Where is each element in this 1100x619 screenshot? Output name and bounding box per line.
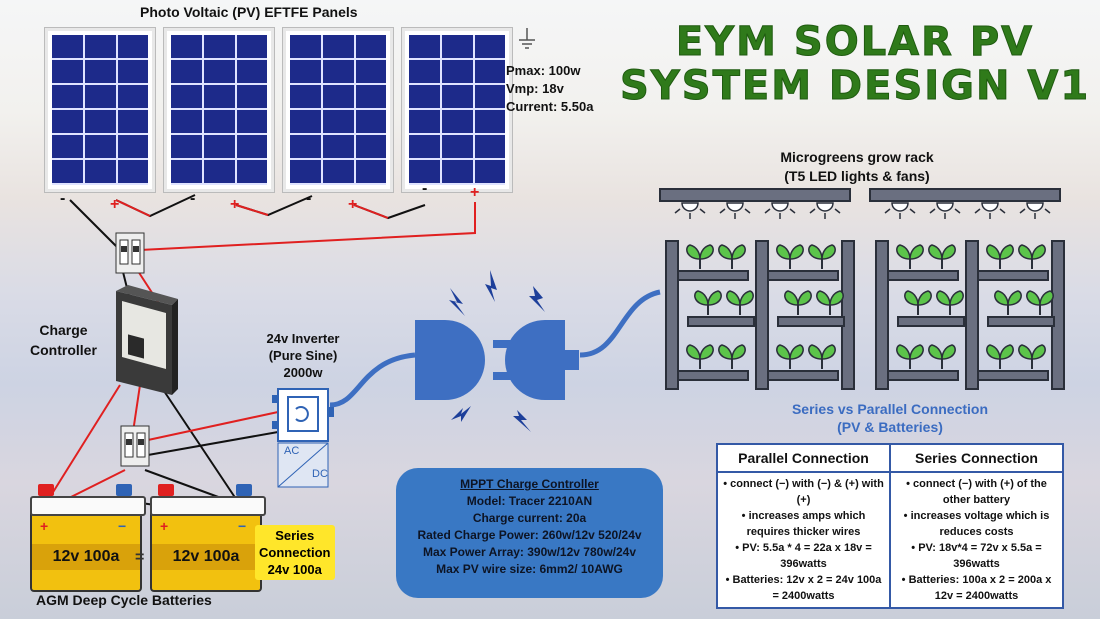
battery-1-plus: + xyxy=(40,518,49,534)
panel-4-plus: + xyxy=(470,184,480,201)
socket-icon xyxy=(493,320,579,400)
series-point: increases voltage which is reduces costs xyxy=(895,508,1058,540)
panel-1-minus: - xyxy=(60,190,66,207)
parallel-point: Batteries: 12v x 2 = 24v 100a = 2400watt… xyxy=(722,572,885,604)
grow-rack xyxy=(650,185,1070,390)
breaker-icon xyxy=(115,232,145,274)
comparison-caption-line1: Series vs Parallel Connection xyxy=(791,401,989,417)
battery-1-rating: 12v 100a xyxy=(52,548,120,565)
spec-current: Current: 5.50a xyxy=(506,99,594,114)
mppt-line: Max Power Array: 390w/12v 780w/24v xyxy=(422,545,637,559)
series-connection-tag: Series Connection 24v 100a xyxy=(255,525,335,580)
pv-panel-4 xyxy=(402,28,512,192)
charge-controller-device xyxy=(116,285,178,395)
parallel-cell: connect (−) with (−) & (+) with (+) incr… xyxy=(716,471,891,609)
pv-panel-2 xyxy=(164,28,274,192)
inverter-label-line3: 2000w xyxy=(283,365,323,380)
series-point: PV: 18v*4 = 72v x 5.5a = 396watts xyxy=(895,540,1058,572)
plug-socket-group xyxy=(415,270,579,432)
panel-2-plus: + xyxy=(230,196,240,213)
inverter-label-line1: 24v Inverter xyxy=(266,331,340,346)
mppt-line: Max PV wire size: 6mm2/ 10AWG xyxy=(436,562,623,576)
rack-label-line1: Microgreens grow rack xyxy=(780,149,934,165)
inverter-label: 24v Inverter (Pure Sine) 2000w xyxy=(258,330,348,381)
rack-unit-2 xyxy=(870,189,1064,389)
battery-1: + − 12v 100a xyxy=(30,484,146,592)
battery-1-minus: − xyxy=(118,518,127,534)
panel-specs: Pmax: 100w Vmp: 18v Current: 5.50a xyxy=(506,62,593,116)
comparison-caption-line2: (PV & Batteries) xyxy=(837,419,943,435)
pv-panel-3 xyxy=(283,28,393,192)
spark-icon xyxy=(449,270,545,432)
inverter-label-line2: (Pure Sine) xyxy=(268,348,338,363)
rack-label-line2: (T5 LED lights & fans) xyxy=(784,168,930,184)
title-line-2: SYSTEM DESIGN V1 xyxy=(620,63,1091,109)
inverter-device xyxy=(272,388,334,488)
mppt-line: Model: Tracer 2210AN xyxy=(466,494,593,508)
panels-heading: Photo Voltaic (PV) EFTFE Panels xyxy=(140,4,358,20)
mppt-line: Charge current: 20a xyxy=(472,511,587,525)
battery-2-minus: − xyxy=(238,518,247,534)
plug-icon xyxy=(415,320,485,400)
panel-4-minus: - xyxy=(422,180,428,197)
battery-2-rating: 12v 100a xyxy=(172,548,240,565)
panel-3-plus: + xyxy=(348,196,358,213)
parallel-point: PV: 5.5a * 4 = 22a x 18v = 396watts xyxy=(722,540,885,572)
mppt-heading: MPPT Charge Controller xyxy=(460,477,599,491)
title-line-1: EYM SOLAR PV xyxy=(675,19,1035,65)
parallel-point: increases amps which requires thicker wi… xyxy=(722,508,885,540)
parallel-point: connect (−) with (−) & (+) with (+) xyxy=(722,476,885,508)
series-point: Batteries: 100a x 2 = 200a x 12v = 2400w… xyxy=(895,572,1058,604)
spec-vmp: Vmp: 18v xyxy=(506,81,564,96)
series-tag-line3: 24v 100a xyxy=(267,562,322,577)
mppt-line: Rated Charge Power: 260w/12v 520/24v xyxy=(417,528,642,542)
series-header: Series Connection xyxy=(889,443,1064,473)
battery-equals: = xyxy=(135,549,145,566)
sine-arrows-icon xyxy=(295,406,309,422)
ground-icon xyxy=(519,28,535,49)
mppt-info-box: MPPT Charge Controller Model: Tracer 221… xyxy=(396,468,663,598)
comparison-table: Parallel Connection Series Connection co… xyxy=(716,443,1064,609)
batteries-label: AGM Deep Cycle Batteries xyxy=(36,592,212,608)
page-title: EYM SOLAR PV SYSTEM DESIGN V1 xyxy=(620,19,1091,109)
pv-panel-1 xyxy=(45,28,155,192)
battery-2: + − 12v 100a xyxy=(150,484,266,592)
charge-controller-label-line1: Charge xyxy=(39,322,88,338)
series-point: connect (−) with (+) of the other batter… xyxy=(895,476,1058,508)
rack-unit-1 xyxy=(660,189,854,389)
series-tag-line1: Series xyxy=(275,528,315,543)
spec-pmax: Pmax: 100w xyxy=(506,63,581,78)
dc-label: DC xyxy=(312,468,328,480)
battery-2-plus: + xyxy=(160,518,169,534)
breaker-icon xyxy=(120,425,150,467)
ac-label: AC xyxy=(284,445,300,457)
charge-controller-label: Charge Controller xyxy=(30,320,97,360)
parallel-header: Parallel Connection xyxy=(716,443,891,473)
panel-2-minus: - xyxy=(190,190,196,207)
charge-controller-label-line2: Controller xyxy=(30,342,97,358)
series-cell: connect (−) with (+) of the other batter… xyxy=(889,471,1064,609)
series-tag-line2: Connection xyxy=(259,545,331,560)
rack-label: Microgreens grow rack (T5 LED lights & f… xyxy=(752,148,962,186)
panel-1-plus: + xyxy=(110,196,120,213)
comparison-caption: Series vs Parallel Connection (PV & Batt… xyxy=(740,400,1040,436)
